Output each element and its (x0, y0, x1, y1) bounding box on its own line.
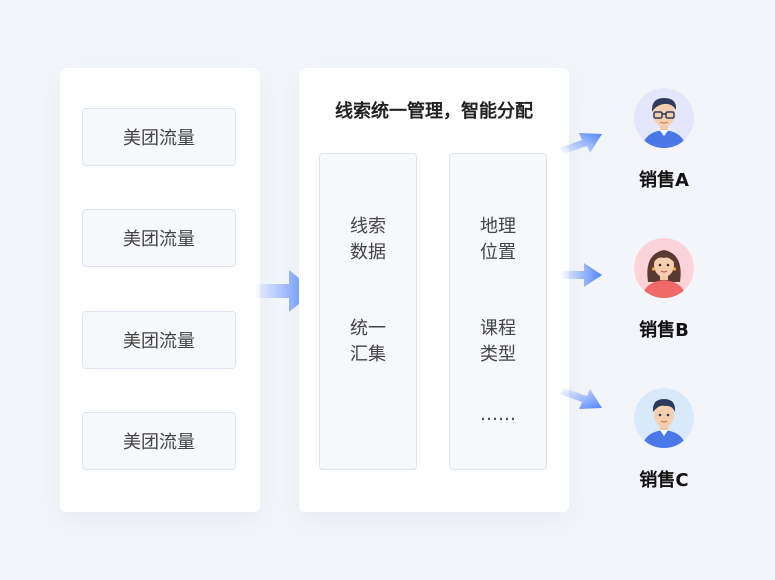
column-text-group: 地理 位置 (450, 214, 546, 266)
sales-label: 销售C (639, 470, 689, 491)
woman-avatar-icon (634, 238, 694, 298)
source-item: 美团流量 (82, 311, 236, 369)
man-avatar-icon (634, 388, 694, 448)
source-item-label: 美团流量 (123, 229, 195, 250)
column-text: 统一 (350, 318, 386, 339)
column-text: 地理 (480, 216, 516, 237)
sales-label: 销售A (639, 170, 689, 191)
source-item: 美团流量 (82, 108, 236, 166)
lead-data-column: 线索 数据 统一 汇集 (319, 153, 417, 470)
source-item-label: 美团流量 (123, 331, 195, 352)
column-text: 线索 (350, 216, 386, 237)
lead-management-panel: 线索统一管理，智能分配 线索 数据 统一 汇集 地理 位置 课程 类型 …… (299, 68, 569, 512)
source-item: 美团流量 (82, 209, 236, 267)
source-item: 美团流量 (82, 412, 236, 470)
column-text: 数据 (350, 242, 386, 263)
source-item-label: 美团流量 (123, 432, 195, 453)
column-text-group: 统一 汇集 (320, 316, 416, 368)
column-text-group: 课程 类型 (450, 316, 546, 368)
column-text-group: …… (450, 402, 546, 428)
sales-a: 销售A (614, 88, 714, 192)
traffic-sources-panel: 美团流量 美团流量 美团流量 美团流量 (60, 68, 260, 512)
arrow-right-icon (560, 388, 602, 409)
allocation-criteria-column: 地理 位置 课程 类型 …… (449, 153, 547, 470)
column-text: 位置 (480, 242, 516, 263)
column-text: 类型 (480, 344, 516, 365)
arrow-right-icon (560, 133, 602, 154)
sales-label: 销售B (639, 320, 689, 341)
arrow-right-icon (560, 263, 602, 287)
ellipsis-text: …… (480, 404, 516, 425)
sales-b: 销售B (614, 238, 714, 342)
column-text: 课程 (480, 318, 516, 339)
column-text: 汇集 (350, 344, 386, 365)
man-glasses-avatar-icon (634, 88, 694, 148)
sales-c: 销售C (614, 388, 714, 492)
column-text-group: 线索 数据 (320, 214, 416, 266)
source-item-label: 美团流量 (123, 128, 195, 149)
panel-title: 线索统一管理，智能分配 (335, 101, 533, 122)
